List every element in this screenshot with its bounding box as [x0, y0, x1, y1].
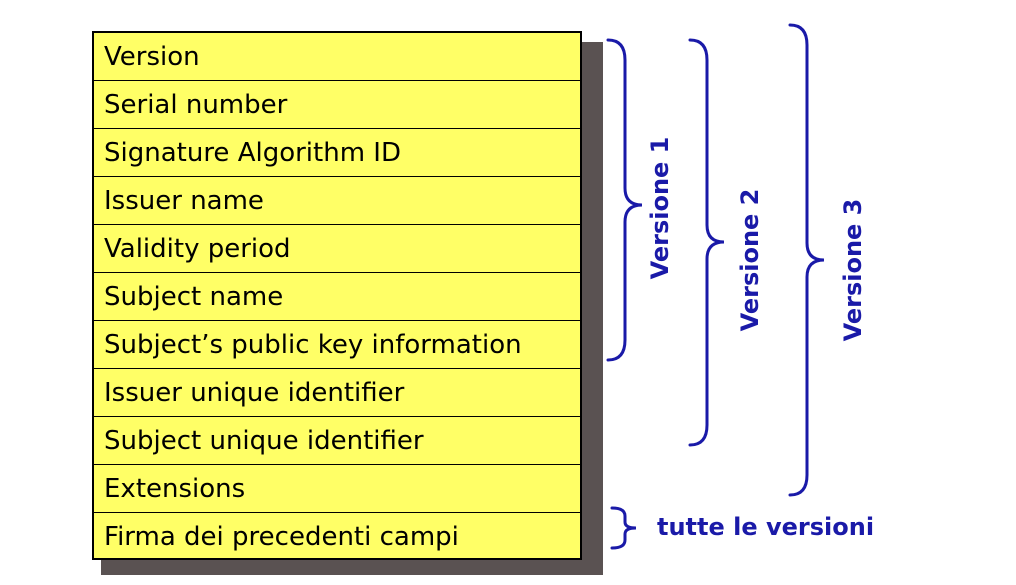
field-row-version: Version [94, 33, 580, 81]
label-versione-2: Versione 2 [736, 188, 764, 332]
brace-versione-2 [688, 38, 725, 447]
field-row-subject-name: Subject name [94, 273, 580, 321]
field-row-signature: Firma dei precedenti campi [104, 522, 459, 552]
field-row-extensions: Extensions [94, 465, 580, 513]
field-row-serial-number: Serial number [94, 81, 580, 129]
field-row-signature-algorithm: Signature Algorithm ID [94, 129, 580, 177]
label-versione-1: Versione 1 [646, 136, 674, 280]
field-row-issuer-name: Issuer name [94, 177, 580, 225]
field-row-subject-unique-id: Subject unique identifier [94, 417, 580, 465]
brace-versione-3 [788, 23, 825, 497]
label-tutte-le-versioni: tutte le versioni [657, 513, 875, 541]
brace-versione-1 [606, 38, 643, 362]
field-row-issuer-unique-id: Issuer unique identifier [94, 369, 580, 417]
certificate-fields-table: Version Serial number Signature Algorith… [92, 31, 582, 560]
field-row-public-key-info: Subject’s public key information [94, 321, 580, 369]
label-versione-3: Versione 3 [839, 198, 867, 342]
field-row-validity-period: Validity period [94, 225, 580, 273]
brace-tutte-le-versioni [610, 506, 637, 550]
